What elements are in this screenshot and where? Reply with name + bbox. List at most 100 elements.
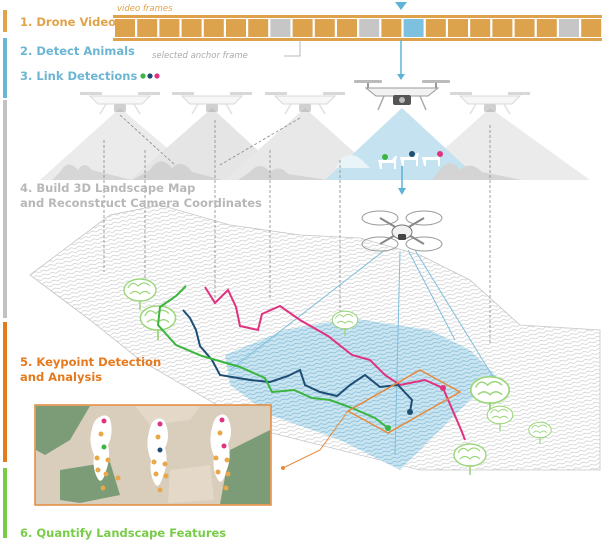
keypoint [155, 434, 161, 440]
tree-icon [528, 421, 552, 444]
video-frames-label: video frames [117, 4, 173, 14]
keypoint [217, 430, 223, 436]
keypoint [163, 473, 169, 479]
keypoint [94, 455, 100, 461]
drop-lines [103, 114, 491, 345]
play-marker-icon [395, 2, 407, 10]
track-end-pink [440, 385, 446, 391]
connector-dot [281, 466, 285, 470]
keypoint [224, 457, 230, 463]
video-frame [203, 19, 224, 37]
keypoint [157, 487, 163, 493]
video-frame [381, 19, 402, 37]
step-label-keypoint: 5. Keypoint Detection [20, 355, 162, 369]
video-frame [270, 19, 291, 37]
stage-bar-map [3, 100, 7, 318]
video-frame [448, 19, 468, 37]
keypoint [115, 475, 121, 481]
step-label-detect-animals: 2. Detect Animals [20, 44, 135, 58]
selection-region [346, 369, 462, 434]
keypoint [223, 485, 229, 491]
tree-icon [123, 278, 157, 310]
detection-dot-pink [437, 151, 443, 157]
video-frame [559, 19, 579, 37]
anchor-frame-connector [284, 40, 301, 57]
selection-connector [282, 410, 349, 469]
track-end-navy [407, 409, 413, 415]
drone-icon [265, 92, 345, 115]
landscape-map [29, 204, 601, 471]
keypoint [215, 469, 221, 475]
video-frame [492, 19, 513, 37]
stage-bar-quantify [3, 468, 7, 538]
video-frame [292, 19, 313, 37]
keypoint [98, 431, 104, 437]
video-frame [115, 19, 135, 37]
legend-dot-pink [154, 73, 160, 79]
video-frame [514, 19, 535, 37]
tree-icon [486, 405, 514, 432]
keypoint [105, 457, 111, 463]
selected-video-frame [403, 19, 424, 37]
keypoint [157, 447, 163, 453]
stage-bar-detect [3, 38, 7, 98]
drone-top-icon [361, 210, 443, 252]
video-frame [314, 19, 335, 37]
arrow-head [397, 74, 405, 80]
keypoint [100, 485, 106, 491]
step-label-quantify: 6. Quantify Landscape Features [20, 526, 227, 540]
stage-bar-video [3, 10, 7, 32]
keypoint [162, 461, 168, 467]
keypoint [95, 467, 101, 473]
drone-view-cones [40, 108, 590, 180]
track-navy [182, 309, 414, 413]
video-frame [226, 19, 246, 37]
video-frame [359, 19, 380, 37]
drone-icon [80, 92, 160, 115]
track-pink [204, 286, 466, 441]
drone-icon [450, 92, 530, 115]
anchor-frame-label: selected anchor frame [152, 51, 248, 61]
video-frame [470, 19, 491, 37]
track-end-green [385, 425, 391, 431]
track-green [156, 285, 389, 429]
legend-dot-navy [147, 73, 153, 79]
video-frame [337, 19, 357, 37]
step-label-drone-video: 1. Drone Video [20, 15, 117, 29]
keypoint [221, 443, 227, 449]
video-frame [425, 19, 446, 37]
keypoint [153, 471, 159, 477]
tree-icon [331, 310, 359, 337]
step-label-link-detections: 3. Link Detections [20, 69, 138, 83]
video-frame [536, 19, 557, 37]
keypoint [225, 471, 231, 477]
video-frame-strip [113, 15, 602, 41]
step-label-analysis: and Analysis [20, 370, 103, 384]
keypoint [213, 455, 219, 461]
step-label-build-map: 4. Build 3D Landscape Map [20, 181, 196, 195]
keypoint [151, 459, 157, 465]
keypoint [101, 444, 107, 450]
tree-icon [453, 443, 487, 475]
keypoint-inset [34, 404, 272, 506]
keypoint [101, 418, 107, 424]
tree-icon [469, 375, 511, 415]
stage-bar-keypoint [3, 322, 7, 462]
drone-icon [354, 80, 450, 111]
video-frame [248, 19, 269, 37]
drone-icon [172, 92, 252, 115]
legend-dot-green [140, 73, 146, 79]
zebra-icon [336, 153, 441, 169]
step-label-reconstruct: and Reconstruct Camera Coordinates [20, 196, 262, 210]
keypoint [219, 417, 225, 423]
animal-tracks [156, 285, 466, 441]
keypoint [103, 471, 109, 477]
video-frame [159, 19, 180, 37]
video-frame [181, 19, 202, 37]
video-frame [137, 19, 158, 37]
video-frame [581, 19, 602, 37]
arrow-head-2 [398, 188, 406, 195]
detection-dot-navy [409, 151, 415, 157]
camera-rays [229, 249, 496, 456]
